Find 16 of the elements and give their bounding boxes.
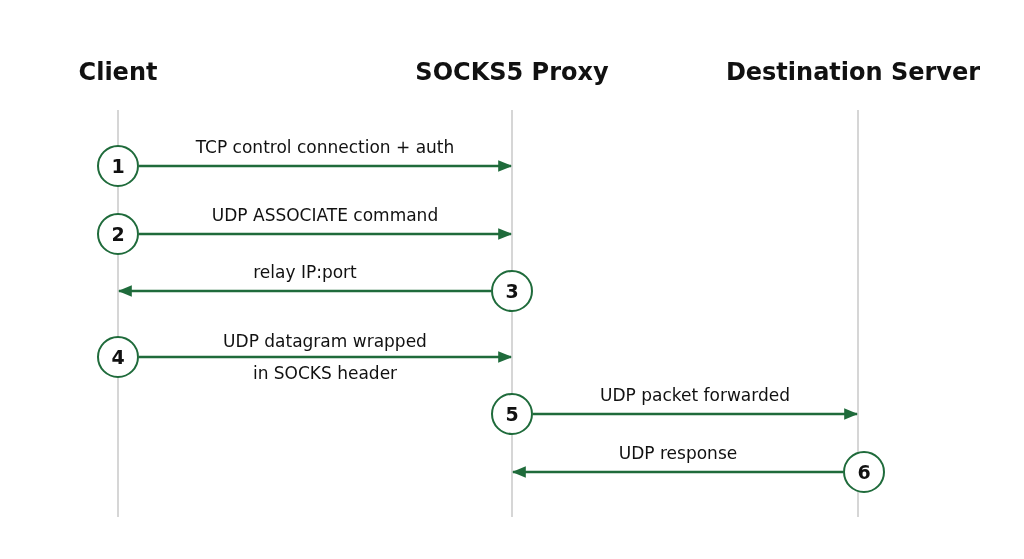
participant-heading: Destination Server [725,58,981,86]
participant-heading: Client [78,58,158,86]
step-number-circle: 2 [97,213,139,255]
arrow [139,228,513,240]
message-label: UDP datagram wrapped in SOCKS header [222,330,428,385]
arrow [511,466,843,478]
step-number-circle: 4 [97,336,139,378]
participant-heading: SOCKS5 Proxy [415,58,609,86]
step-number-circle: 1 [97,145,139,187]
arrow [533,408,859,420]
arrow [117,285,491,297]
step-number-circle: 3 [491,270,533,312]
step-number-circle: 5 [491,393,533,435]
arrow [139,160,513,172]
step-number-circle: 6 [843,451,885,493]
arrow [139,351,513,363]
